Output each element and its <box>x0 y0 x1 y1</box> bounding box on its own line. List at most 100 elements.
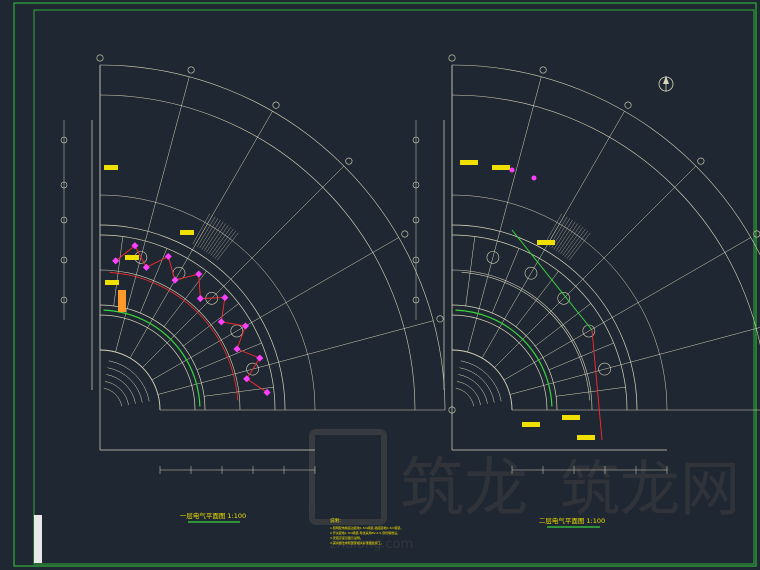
seating-row <box>106 374 136 404</box>
round-table <box>230 324 244 338</box>
axis-bubble <box>60 136 68 144</box>
note-line: 1.照明配电箱底边距地1.5m暗装,插座距地0.3m暗装。 <box>330 525 403 530</box>
watermark-sub: zhulong.com <box>330 537 413 552</box>
green-feeder <box>103 309 201 407</box>
axis-bubble <box>412 181 420 189</box>
seating-row <box>103 388 122 407</box>
green-branch <box>511 229 593 331</box>
light-fixture-symbol <box>131 242 139 250</box>
stair-tread <box>216 232 239 261</box>
stair-tread <box>544 213 562 245</box>
watermark-text: 筑龙网 <box>560 455 740 525</box>
stair-tread <box>197 216 216 247</box>
seating-row <box>459 367 495 403</box>
circuit-tag <box>562 415 580 420</box>
stair-tread <box>566 230 589 259</box>
note-line: 2.开关距地1.3m暗装,导线采用BV-2.5,穿管暗敷设。 <box>330 530 400 535</box>
stair-tread <box>208 225 229 255</box>
watermark-logo: 筑龙 <box>400 452 528 526</box>
light-fixture-symbol <box>221 294 229 302</box>
axis-bubble <box>412 296 420 304</box>
radial-axis-line <box>157 320 434 395</box>
round-table <box>524 266 538 280</box>
note-line: 3.安装高度见图示说明。 <box>330 535 363 540</box>
circuit-tag <box>105 280 119 285</box>
seating-row <box>460 360 502 402</box>
axis-bubble <box>412 256 420 264</box>
light-fixture-symbol <box>243 375 251 383</box>
circuit-tag <box>104 165 118 170</box>
stair-tread <box>192 213 210 245</box>
seating-row <box>455 388 474 407</box>
stair-tread <box>199 218 219 249</box>
stair-tread <box>553 219 573 250</box>
circuit-tag <box>125 255 139 260</box>
radial-axis-line <box>142 165 345 368</box>
seating-row <box>108 360 150 402</box>
radial-axis-line <box>467 76 542 353</box>
wall-arc <box>461 272 590 401</box>
room-partition <box>515 271 559 327</box>
stair-tread <box>206 223 226 253</box>
radial-axis-line <box>503 237 751 381</box>
stair-tread <box>203 221 224 252</box>
stair-tread <box>210 226 232 256</box>
axis-bubble <box>401 230 409 238</box>
light-fixture-symbol <box>217 318 225 326</box>
room-partition <box>465 236 476 306</box>
stair-tread <box>562 226 584 256</box>
red-feeder <box>109 271 239 401</box>
light-fixture-symbol <box>256 354 264 362</box>
right-plan-title: 二层电气平面图 1:100 <box>539 516 605 525</box>
note-line: 4.其余做法参照国家相关标准图集施工。 <box>330 540 384 545</box>
round-table <box>486 251 500 264</box>
axis-bubble <box>697 157 705 165</box>
axis-bubble <box>60 296 68 304</box>
room-partition <box>183 303 239 347</box>
wall-arc <box>99 349 161 411</box>
seating-row <box>456 381 481 406</box>
axis-bubble <box>753 230 760 238</box>
room-partition <box>491 248 520 314</box>
notes-heading: 说明： <box>330 517 344 524</box>
circuit-tag <box>522 422 540 427</box>
north-arrow-icon <box>658 76 674 92</box>
first-floor-plan <box>60 54 456 474</box>
round-table <box>582 324 596 338</box>
red-riser <box>591 329 603 441</box>
light-fixture-symbol <box>171 276 179 284</box>
light-fixture-symbol <box>112 257 120 265</box>
axis-bubble <box>345 157 353 165</box>
room-partition <box>548 342 614 371</box>
axis-bubble <box>187 66 195 74</box>
circuit-tag <box>460 160 478 165</box>
stair-tread <box>568 232 591 261</box>
radial-axis-line <box>509 327 760 395</box>
axis-bubble <box>412 136 420 144</box>
axis-bubble <box>448 54 456 62</box>
circuit-tag <box>180 230 194 235</box>
round-table <box>557 291 571 305</box>
light-fixture-symbol <box>263 388 271 396</box>
circuit-tag <box>492 165 510 170</box>
stair-tread <box>560 225 581 255</box>
radial-axis-line <box>151 237 399 381</box>
watermark: 筑龙 筑龙网 zhulong.com <box>309 429 740 552</box>
axis-bubble <box>412 216 420 224</box>
round-table <box>598 362 611 376</box>
axis-bubble <box>539 66 547 74</box>
room-partition <box>535 303 591 347</box>
room-partition <box>196 342 262 371</box>
light-fixture-symbol <box>241 322 250 330</box>
light-fixture-symbol <box>195 270 203 278</box>
design-notes: 说明： 1.照明配电箱底边距地1.5m暗装,插座距地0.3m暗装。 2.开关距地… <box>330 517 403 545</box>
seating-row <box>458 374 488 404</box>
room-partition <box>556 386 626 397</box>
stair-tread <box>555 221 576 252</box>
light-fixture-symbol <box>233 345 241 353</box>
inner-border <box>33 9 755 565</box>
axis-bubble <box>436 315 444 323</box>
distribution-panel <box>118 290 126 312</box>
second-floor-plan <box>412 54 760 474</box>
seating-row <box>107 367 143 403</box>
